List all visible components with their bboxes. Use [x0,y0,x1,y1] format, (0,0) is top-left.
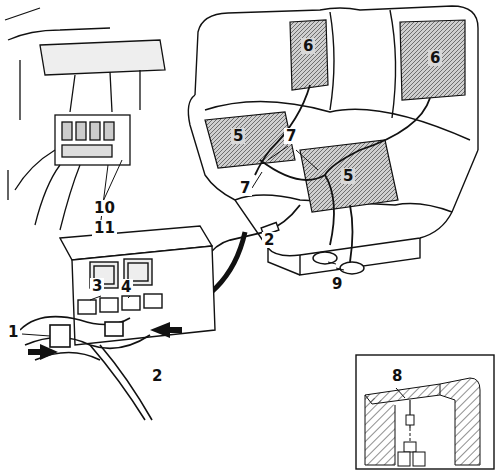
bench-seat-part [268,248,300,275]
callout-number: 5 [341,168,355,184]
heating-pads-part [290,20,328,90]
leader-lines-part [90,296,101,300]
centre-console-part [78,300,96,314]
bench-seat [188,6,478,275]
detail-inset-part [356,355,494,469]
centre-console-part [100,298,118,312]
heating-pads-part [300,140,398,212]
leader-lines [22,146,344,336]
callout-number: 11 [92,220,117,236]
callout-number: 7 [284,128,298,144]
callout-number: 7 [238,180,252,196]
fuse-box-area [5,8,165,230]
wiring-harness-part [50,325,70,347]
seat-wiring-part [325,98,430,175]
bench-seat-part [300,238,420,275]
bench-seat-part [195,6,478,150]
seat-wiring-part [350,205,353,262]
fuse-box-area-part [90,122,100,140]
bench-seat-part [330,12,334,110]
fuse-box-area-part [76,122,86,140]
fuse-box-area-part [70,70,140,112]
heating-pads-part [400,20,465,100]
fuse-box-area-part [104,122,114,140]
callout-number: 3 [90,278,104,294]
seat-wiring-part [205,205,300,260]
fuse-box-area-part [5,8,110,40]
leader-lines-part [252,172,262,188]
detail-inset-part [404,442,416,452]
seat-wiring [205,85,430,262]
detail-inset-part [406,415,414,425]
detail-inset-part [398,452,410,466]
callout-number: 8 [390,368,404,384]
indicator-arrows-part [28,344,58,360]
leader-lines-part [336,268,344,270]
callout-number: 6 [301,38,315,54]
callout-number: 4 [119,279,133,295]
indicator-arrows [28,322,182,360]
centre-console-part [72,246,215,345]
detail-inset-part [413,452,425,466]
connectors-part [313,252,337,264]
leader-lines-part [328,262,336,264]
leader-lines-part [22,334,50,336]
detail-inset [356,355,494,469]
bench-seat-part [188,95,478,256]
callout-number: 9 [330,276,344,292]
bench-seat-part [390,10,396,118]
callout-number: 6 [428,50,442,66]
indicator-arrows-part [150,322,182,338]
detail-inset-part [396,388,405,398]
callout-number: 2 [150,368,164,384]
detail-inset-part [440,378,480,465]
connectors [261,223,364,274]
heating-pads-part [205,112,295,168]
callout-number: 10 [92,200,117,216]
wiring-harness-part [100,345,152,420]
leader-lines-part [128,296,130,298]
fuse-box-area-part [40,40,165,75]
leader-lines-part [296,150,318,170]
wiring-harness-part [90,345,145,420]
fuse-box-area-part [8,60,20,200]
detail-inset-part [410,428,411,442]
callout-number: 5 [231,128,245,144]
centre-console [60,226,215,345]
fuse-box-area-part [62,145,112,157]
leader-lines-part [100,165,108,228]
leader-lines-part [268,146,288,160]
callout-number: 2 [262,232,276,248]
wiring-harness-part [105,322,123,336]
centre-console-part [144,294,162,308]
centre-console-part [122,296,140,310]
detail-inset-part [365,395,395,465]
connectors-part [340,262,364,274]
wiring-harness [20,317,152,420]
fuse-box-area-part [15,150,80,230]
fuse-box-area-part [62,122,72,140]
callout-number: 1 [6,324,20,340]
fuse-box-area-part [55,115,130,165]
heating-pads [205,20,465,212]
